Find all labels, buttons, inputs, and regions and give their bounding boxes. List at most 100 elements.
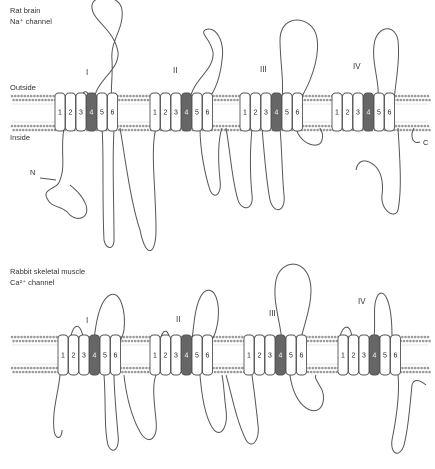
ca-lipid-head <box>427 367 430 370</box>
ca-lipid-head <box>334 367 337 370</box>
na-lipid-head <box>305 125 308 128</box>
na-lipid-head <box>230 99 233 102</box>
ca-lipid-head <box>217 340 220 343</box>
na-lipid-head <box>139 125 142 128</box>
ca-lipid-head <box>401 336 404 339</box>
na-lipid-head <box>326 129 329 132</box>
na-linker-loop <box>120 128 156 251</box>
ca-lipid-head <box>136 336 139 339</box>
na-lipid-head <box>417 95 420 98</box>
ca-lipid-head <box>404 367 407 370</box>
ca-title-line1: Rabbit skeletal muscle <box>10 267 85 276</box>
ca-lipid-head <box>54 371 57 374</box>
na-lipid-head <box>312 95 315 98</box>
na-lipid-head <box>400 129 403 132</box>
na-lipid-head <box>32 99 35 102</box>
na-lipid-head <box>24 125 27 128</box>
na-lipid-head <box>48 129 51 132</box>
ca-lipid-head <box>19 371 22 374</box>
na-lipid-head <box>36 95 39 98</box>
ca-lipid-head <box>225 367 228 370</box>
ca-lipid-head <box>216 367 219 370</box>
ca-lipid-head <box>427 336 430 339</box>
na-lipid-head <box>395 95 398 98</box>
na-domain-2-s4-label: 4 <box>185 110 189 117</box>
na-lipid-head <box>49 95 52 98</box>
na-n-terminus <box>46 128 87 218</box>
ca-lipid-head <box>225 336 228 339</box>
ca-lipid-head <box>241 367 244 370</box>
ca-domain-3-s1-label: 1 <box>247 353 251 360</box>
na-lipid-head <box>11 95 14 98</box>
na-lipid-head <box>35 129 38 132</box>
ca-lipid-head <box>328 336 331 339</box>
ca-lipid-head <box>137 340 140 343</box>
na-domain-ii-label: II <box>173 66 177 75</box>
na-domain-2-s5-label: 5 <box>195 110 199 117</box>
ca-lipid-head <box>326 371 329 374</box>
ca-lipid-head <box>123 367 126 370</box>
ca-lipid-head <box>139 336 142 339</box>
na-title-line1: Rat brain <box>10 6 40 15</box>
ca-lipid-head <box>310 340 313 343</box>
na-lipid-head <box>11 125 14 128</box>
na-lipid-head <box>22 129 25 132</box>
ca-lipid-head <box>408 336 411 339</box>
ca-lipid-head <box>323 371 326 374</box>
na-lipid-head <box>33 125 36 128</box>
na-lipid-head <box>419 129 422 132</box>
na-lipid-head <box>40 125 43 128</box>
ca-lipid-head <box>315 367 318 370</box>
ca-domain-1-2-linker <box>104 375 118 450</box>
na-lipid-head <box>304 129 307 132</box>
ca-linker-loop <box>124 375 156 440</box>
na-lipid-head <box>404 125 407 128</box>
ca-lipid-head <box>424 367 427 370</box>
ca-lipid-head <box>228 336 231 339</box>
ca-lipid-head <box>144 371 147 374</box>
na-lipid-head <box>329 129 332 132</box>
na-lipid-head <box>19 129 22 132</box>
ca-lipid-head <box>220 371 223 374</box>
na-domain-3-s2-label: 2 <box>254 110 258 117</box>
ca-lipid-head <box>424 336 427 339</box>
na-lipid-head <box>420 95 423 98</box>
na-lipid-head <box>40 95 43 98</box>
ca-lipid-head <box>310 371 313 374</box>
ca-lipid-head <box>419 340 422 343</box>
na-lipid-head <box>217 129 220 132</box>
ca-lipid-head <box>147 371 150 374</box>
na-lipid-head <box>147 129 150 132</box>
ca-domain-3-4-linker <box>290 375 324 411</box>
ca-domain-3-s2-label: 2 <box>258 353 262 360</box>
ca-lipid-head <box>419 371 422 374</box>
na-lipid-head <box>428 129 431 132</box>
ca-lipid-head <box>15 340 18 343</box>
na-domain-4-s3-label: 3 <box>356 110 360 117</box>
na-lipid-head <box>406 129 409 132</box>
ca-lipid-head <box>417 367 420 370</box>
ca-domain-1-s2-label: 2 <box>72 353 76 360</box>
ca-lipid-head <box>224 371 227 374</box>
na-lipid-head <box>236 99 239 102</box>
na-channel-panel: Rat brain Na⁺ channel Outside Inside N C… <box>10 0 431 251</box>
na-domain-2-3-linker-b <box>226 128 252 208</box>
na-lipid-head <box>428 99 431 102</box>
ca-lipid-head <box>425 371 428 374</box>
na-lipid-head <box>304 99 307 102</box>
ca-domain-3-s3-label: 3 <box>268 353 272 360</box>
ca-lipid-head <box>219 336 222 339</box>
na-lipid-head <box>403 99 406 102</box>
na-lipid-head <box>120 125 123 128</box>
na-lipid-head <box>307 129 310 132</box>
na-lipid-head <box>395 125 398 128</box>
na-lipid-head <box>219 95 222 98</box>
ca-lipid-head <box>403 371 406 374</box>
ca-lipid-head <box>35 340 38 343</box>
ca-lipid-head <box>238 336 241 339</box>
na-lipid-head <box>228 95 231 98</box>
na-domain-i-label: I <box>86 68 88 77</box>
na-lipid-head <box>417 125 420 128</box>
na-lipid-head <box>28 129 31 132</box>
ca-lipid-head <box>22 371 25 374</box>
